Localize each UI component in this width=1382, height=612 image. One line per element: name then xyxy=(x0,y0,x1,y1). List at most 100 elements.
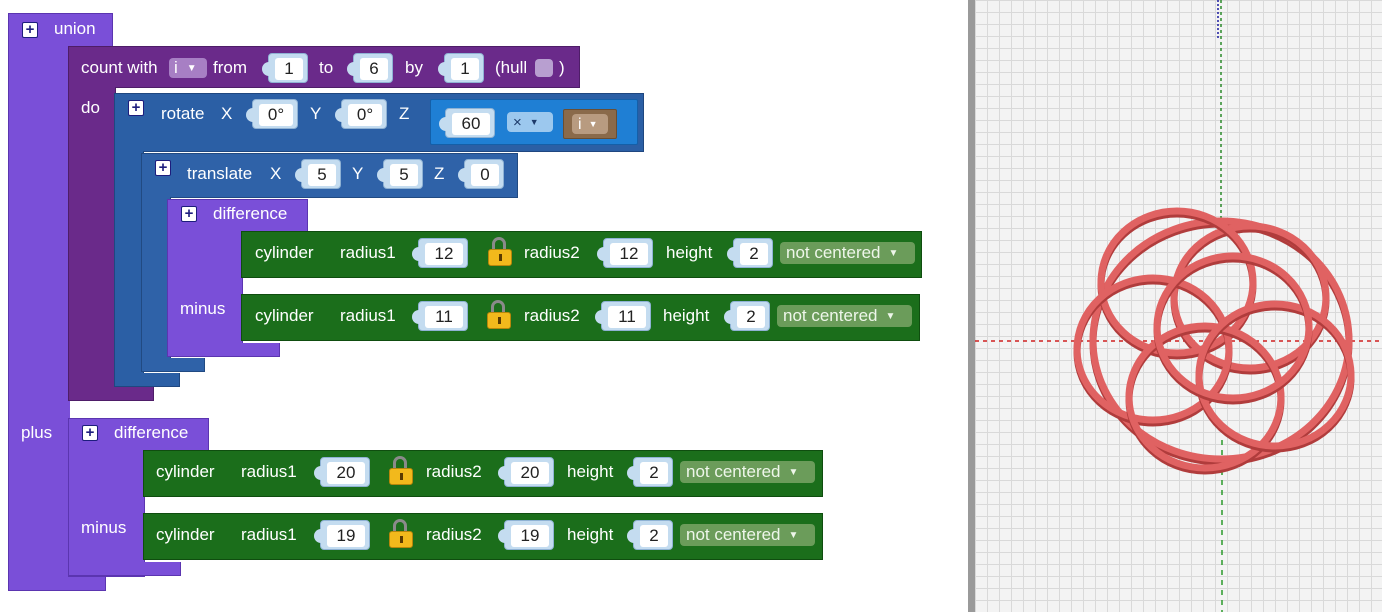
to-value-input[interactable]: 6 xyxy=(347,53,393,83)
model-rings[interactable] xyxy=(1073,207,1355,475)
height-label: height xyxy=(567,462,614,481)
union-block-bottom[interactable] xyxy=(8,577,106,591)
radius1-input[interactable]: 20 xyxy=(314,457,370,487)
from-value[interactable]: 1 xyxy=(275,58,303,80)
pane-splitter[interactable] xyxy=(968,0,975,612)
by-value[interactable]: 1 xyxy=(451,58,479,80)
cylinder-label: cylinder xyxy=(156,525,215,544)
height-input[interactable]: 2 xyxy=(627,520,673,550)
radius2-value[interactable]: 19 xyxy=(511,525,549,547)
rotate-x-value[interactable]: 0° xyxy=(259,104,293,126)
height-value[interactable]: 2 xyxy=(640,525,668,547)
radius2-input[interactable]: 20 xyxy=(498,457,554,487)
center-dropdown[interactable]: not centered▼ xyxy=(777,305,912,327)
count-with-loop-block[interactable] xyxy=(68,46,580,88)
outer-difference-spine[interactable] xyxy=(68,450,145,577)
center-dropdown[interactable]: not centered▼ xyxy=(780,242,915,264)
inner-difference-spine[interactable] xyxy=(167,231,243,357)
operator-symbol: × xyxy=(513,114,522,131)
radius2-input[interactable]: 19 xyxy=(498,520,554,550)
radius1-input[interactable]: 11 xyxy=(412,301,468,331)
rotate-expand-icon[interactable] xyxy=(128,98,144,118)
radius1-value[interactable]: 11 xyxy=(425,306,463,328)
multiply-left-value[interactable]: 60 xyxy=(452,113,490,135)
rotate-block-spine[interactable] xyxy=(114,151,144,387)
variable-i-block[interactable]: i▼ xyxy=(563,109,617,139)
height-input[interactable]: 2 xyxy=(727,238,773,268)
rotate-y-value[interactable]: 0° xyxy=(348,104,382,126)
union-expand-icon[interactable] xyxy=(22,20,38,40)
rotate-x-label: X xyxy=(221,104,233,123)
height-value[interactable]: 2 xyxy=(740,243,768,265)
union-block-spine[interactable] xyxy=(8,46,70,591)
variable-i-dropdown[interactable]: i▼ xyxy=(572,114,608,134)
center-dropdown-value: not centered xyxy=(686,525,781,544)
center-dropdown-value: not centered xyxy=(783,306,878,325)
loop-variable-dropdown[interactable]: i▼ xyxy=(169,58,207,78)
radius1-input[interactable]: 12 xyxy=(412,238,468,268)
inner-difference-bottom[interactable] xyxy=(167,343,280,357)
radius1-label: radius1 xyxy=(241,525,297,544)
multiply-left-input[interactable]: 60 xyxy=(439,108,495,138)
radius1-label: radius1 xyxy=(241,462,297,481)
translate-label: translate xyxy=(187,164,253,183)
hull-checkbox[interactable] xyxy=(535,59,553,77)
height-value[interactable]: 2 xyxy=(737,306,765,328)
3d-scene[interactable] xyxy=(975,0,1382,612)
lock-icon[interactable] xyxy=(388,519,414,549)
multiply-expression-block[interactable]: 60 ×▼ i▼ xyxy=(430,99,638,145)
rotate-y-input[interactable]: 0° xyxy=(335,99,387,129)
lock-icon[interactable] xyxy=(388,456,414,486)
operator-dropdown[interactable]: ×▼ xyxy=(507,112,553,132)
translate-y-input[interactable]: 5 xyxy=(377,159,423,189)
radius1-value[interactable]: 20 xyxy=(327,462,365,484)
inner-difference-label: difference xyxy=(213,204,288,223)
radius2-value[interactable]: 12 xyxy=(610,243,648,265)
lock-icon[interactable] xyxy=(487,237,513,267)
outer-difference-bottom[interactable] xyxy=(68,562,181,576)
loop-block-spine[interactable] xyxy=(68,87,116,401)
to-value[interactable]: 6 xyxy=(360,58,388,80)
inner-difference-expand-icon[interactable] xyxy=(181,204,197,224)
do-label: do xyxy=(81,98,100,117)
from-value-input[interactable]: 1 xyxy=(262,53,308,83)
blocks-workspace[interactable]: union plus count with i▼ from 1 to 6 by … xyxy=(0,0,968,612)
translate-z-input[interactable]: 0 xyxy=(458,159,504,189)
radius1-value[interactable]: 12 xyxy=(425,243,463,265)
radius2-value[interactable]: 20 xyxy=(511,462,549,484)
height-label: height xyxy=(666,243,713,262)
hull-close-paren: ) xyxy=(559,58,565,77)
height-value[interactable]: 2 xyxy=(640,462,668,484)
rotate-label: rotate xyxy=(161,104,205,123)
rotate-x-input[interactable]: 0° xyxy=(246,99,298,129)
radius2-input[interactable]: 12 xyxy=(597,238,653,268)
rotate-block-bottom[interactable] xyxy=(114,373,180,387)
outer-difference-expand-icon[interactable] xyxy=(82,423,98,443)
loop-block-bottom[interactable] xyxy=(68,387,154,401)
chevron-down-icon: ▼ xyxy=(186,63,197,74)
chevron-down-icon: ▼ xyxy=(788,530,799,541)
lock-icon[interactable] xyxy=(486,300,512,330)
cylinder-label: cylinder xyxy=(255,243,314,262)
translate-x-input[interactable]: 5 xyxy=(295,159,341,189)
translate-z-value[interactable]: 0 xyxy=(471,164,499,186)
by-value-input[interactable]: 1 xyxy=(438,53,484,83)
translate-x-value[interactable]: 5 xyxy=(308,164,336,186)
radius1-value[interactable]: 19 xyxy=(327,525,365,547)
inner-minus-label: minus xyxy=(180,299,226,318)
union-label: union xyxy=(54,19,96,38)
center-dropdown-value: not centered xyxy=(786,243,881,262)
center-dropdown[interactable]: not centered▼ xyxy=(680,461,815,483)
by-label: by xyxy=(405,58,423,77)
translate-expand-icon[interactable] xyxy=(155,158,171,178)
loop-variable-name: i xyxy=(174,58,178,77)
translate-y-value[interactable]: 5 xyxy=(390,164,418,186)
radius1-input[interactable]: 19 xyxy=(314,520,370,550)
radius2-input[interactable]: 11 xyxy=(595,301,651,331)
radius2-value[interactable]: 11 xyxy=(608,306,646,328)
center-dropdown[interactable]: not centered ▼ xyxy=(680,524,815,546)
height-input[interactable]: 2 xyxy=(627,457,673,487)
height-input[interactable]: 2 xyxy=(724,301,770,331)
translate-block-bottom[interactable] xyxy=(141,358,205,372)
3d-viewport[interactable] xyxy=(975,0,1382,612)
